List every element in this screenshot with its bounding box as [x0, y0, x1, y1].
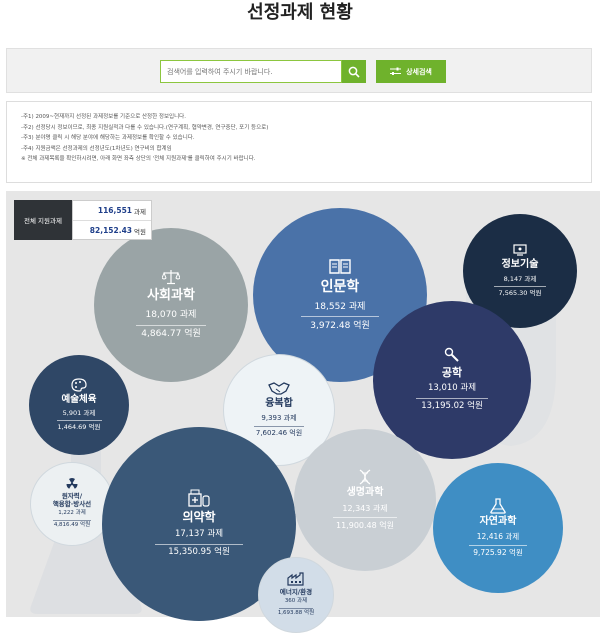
field-name: 정보기술: [501, 258, 539, 270]
flask-icon: [490, 497, 506, 514]
total-projects-values: 116,551 과제 82,152.43 억원: [72, 200, 152, 240]
book-icon: [328, 257, 352, 275]
field-amount: 11,900.48 억원: [336, 521, 394, 531]
field-count: 1,222 과제: [58, 510, 86, 517]
field-count: 18,552 과제: [314, 302, 366, 313]
search-icon: [348, 66, 360, 78]
field-name: 인문학: [320, 278, 360, 295]
field-count: 13,010 과제: [427, 383, 477, 394]
field-name: 에너지/환경: [279, 587, 313, 596]
field-divider: [494, 285, 546, 287]
field-count: 12,416 과제: [476, 532, 520, 541]
detail-search-label: 상세검색: [406, 67, 432, 76]
field-name: 융복합: [265, 397, 293, 409]
field-amount: 4,864.77 억원: [141, 329, 201, 340]
field-name: 의약학: [182, 509, 216, 524]
field-count: 9,393 과제: [261, 413, 297, 422]
field-amount: 3,972.48 억원: [310, 321, 370, 332]
field-divider: [155, 543, 243, 545]
field-bubble-energy[interactable]: 에너지/환경 360 과제 1,693.88 억원: [258, 557, 334, 633]
field-divider: [53, 519, 91, 521]
field-count: 5,901 과제: [62, 409, 96, 418]
field-divider: [468, 544, 528, 546]
scales-icon: [161, 269, 181, 285]
note-line: -주2) 선정당시 정보이므로, 최종 지원실적과 다를 수 있습니다.(연구계…: [21, 124, 269, 131]
palette-icon: [71, 378, 87, 392]
field-bubble-life[interactable]: 생명과학 12,343 과제 11,900.48 억원: [294, 429, 436, 571]
field-name: 자연과학: [479, 516, 517, 527]
total-count-row: 116,551 과제: [73, 201, 151, 221]
note-line: ※ 전체 과제목록을 확인하시려면, 아래 화면 좌측 상단의 '전체 지원과제…: [21, 156, 256, 162]
field-name: 예술체육: [61, 394, 97, 406]
field-count: 18,070 과제: [145, 310, 197, 321]
total-count: 116,551: [97, 206, 133, 215]
field-bubble-arts[interactable]: 예술체육 5,901 과제 1,464.69 억원: [29, 355, 129, 455]
total-amount-row: 82,152.43 억원: [73, 221, 151, 240]
total-projects-label[interactable]: 전체 지원과제: [14, 200, 72, 240]
field-divider: [333, 516, 397, 518]
field-amount: 9,725.92 억원: [473, 548, 523, 557]
total-count-unit: 과제: [134, 207, 146, 216]
medicine-icon: [188, 489, 210, 507]
field-amount: 13,195.02 억원: [421, 401, 483, 412]
field-count: 360 과제: [284, 598, 308, 605]
field-name: 사회과학: [147, 288, 195, 304]
field-name: 공학: [441, 365, 463, 379]
handshake-icon: [268, 381, 290, 396]
detail-search-button[interactable]: 상세검색: [376, 60, 446, 83]
field-divider: [300, 316, 380, 318]
field-divider: [416, 397, 488, 399]
field-divider: [278, 607, 314, 609]
total-amount: 82,152.43: [89, 226, 133, 235]
note-line: -주3) 분야명 클릭 시 해당 분야에 해당하는 과제정보를 확인할 수 있습…: [21, 135, 195, 141]
field-bubble-engineering[interactable]: 공학 13,010 과제 13,195.02 억원: [373, 301, 531, 459]
field-bubble-nuclear[interactable]: 원자력/ 핵융합·방사선 1,222 과제 4,816.49 억원: [30, 462, 114, 546]
note-line: -주4) 지원금액은 선정과제의 선정년도(1차년도) 연구비의 합계임: [21, 145, 172, 152]
search-input[interactable]: [160, 60, 342, 83]
total-amount-unit: 억원: [134, 227, 146, 236]
field-amount: 1,464.69 억원: [57, 423, 101, 432]
field-amount: 1,693.88 억원: [277, 610, 315, 617]
field-divider: [253, 425, 305, 427]
dna-icon: [358, 469, 372, 485]
field-divider: [56, 420, 102, 422]
field-count: 12,343 과제: [342, 504, 388, 514]
total-projects-box[interactable]: 전체 지원과제 116,551 과제 82,152.43 억원: [14, 200, 152, 240]
field-name: 원자력/ 핵융합·방사선: [52, 491, 92, 508]
notes-box: -주1) 2009~현재까지 선정된 과제정보를 기준으로 산정한 정보입니다.…: [6, 101, 592, 183]
field-amount: 7,565.30 억원: [498, 288, 542, 297]
search-panel: 상세검색: [6, 48, 592, 93]
field-name: 생명과학: [346, 487, 384, 499]
field-count: 17,137 과제: [174, 529, 224, 540]
monitor-icon: [513, 244, 527, 256]
field-divider: [136, 324, 206, 326]
field-amount: 7,602.46 억원: [255, 428, 303, 437]
sliders-icon: [390, 67, 402, 75]
radiation-icon: [66, 478, 78, 490]
field-bubble-social[interactable]: 사회과학 18,070 과제 4,864.77 억원: [94, 228, 248, 382]
note-line: -주1) 2009~현재까지 선정된 과제정보를 기준으로 산정한 정보입니다.: [21, 114, 186, 120]
page-title: 선정과제 현황: [247, 2, 353, 23]
search-button[interactable]: [342, 60, 366, 83]
factory-icon: [287, 572, 305, 586]
field-amount: 15,350.95 억원: [168, 547, 230, 558]
wrench-icon: [444, 347, 460, 363]
field-bubble-natural[interactable]: 자연과학 12,416 과제 9,725.92 억원: [433, 463, 563, 593]
field-amount: 4,816.49 억원: [53, 522, 91, 529]
field-count: 8,147 과제: [503, 274, 537, 283]
